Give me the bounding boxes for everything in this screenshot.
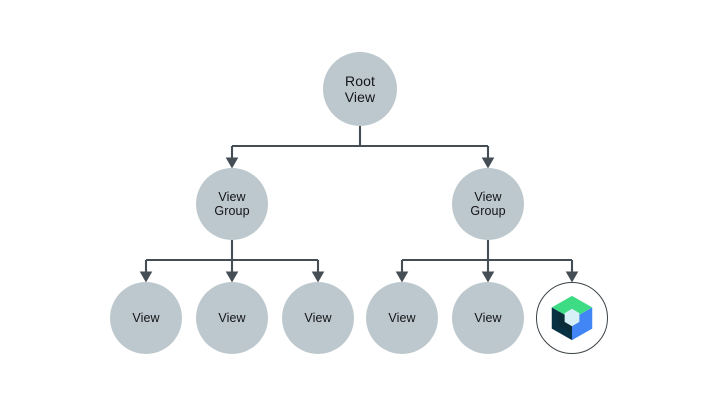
node-view-5[interactable]: View: [452, 282, 524, 354]
jetpack-compose-logo-icon: [549, 295, 595, 341]
node-view-4[interactable]: View: [366, 282, 438, 354]
node-root-view[interactable]: Root View: [323, 52, 397, 126]
node-view-group-right-label: View Group: [470, 189, 506, 219]
node-view-group-left[interactable]: View Group: [196, 168, 268, 240]
node-view-2[interactable]: View: [196, 282, 268, 354]
node-view-5-label: View: [474, 310, 502, 325]
node-view-1-label: View: [132, 310, 160, 325]
node-view-1[interactable]: View: [110, 282, 182, 354]
node-view-3[interactable]: View: [282, 282, 354, 354]
node-view-group-left-label: View Group: [214, 189, 250, 219]
node-view-4-label: View: [388, 310, 416, 325]
node-view-3-label: View: [304, 310, 332, 325]
node-compose-logo[interactable]: [536, 282, 608, 354]
node-view-group-right[interactable]: View Group: [452, 168, 524, 240]
node-view-2-label: View: [218, 310, 246, 325]
node-root-view-label: Root View: [344, 72, 376, 105]
